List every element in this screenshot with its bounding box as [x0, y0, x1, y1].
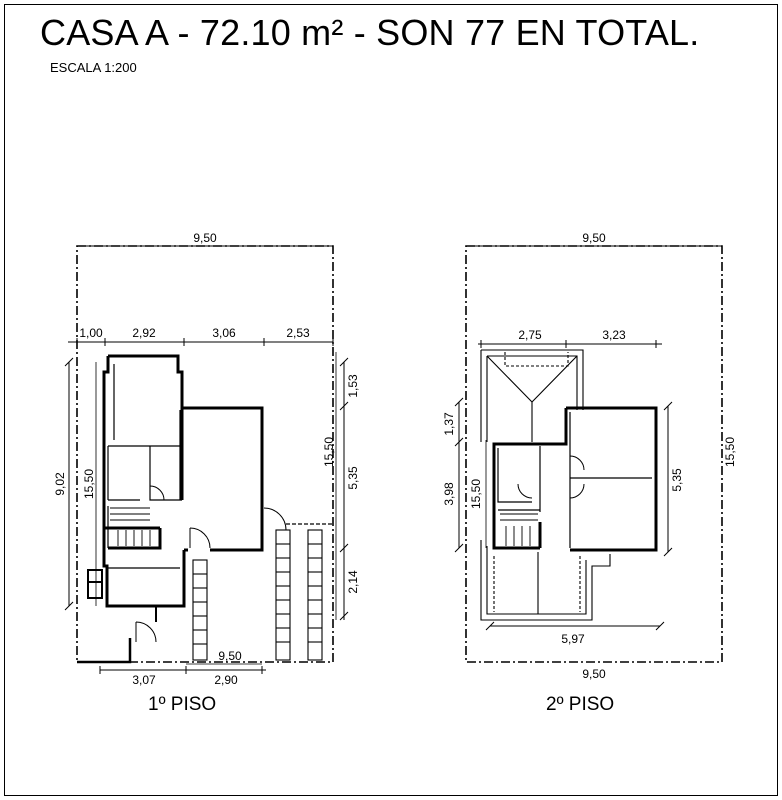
dim-top-2-2: 3,23: [602, 328, 626, 342]
dim-bottom-inner-2: 5,97: [561, 632, 585, 646]
dim-left-2-2: 3,98: [442, 482, 456, 506]
terrace-outline-2: [480, 540, 611, 621]
dim-right-1: 1,53: [346, 374, 360, 398]
dim-right-total-2: 15,50: [723, 437, 737, 467]
dim-top-4: 2,53: [286, 326, 310, 340]
second-floor-plan: 9,50 2,75 3,23 1,37 3,98 15,50: [442, 231, 737, 681]
dim-top-total-2: 9,50: [582, 231, 606, 245]
scale-note: ESCALA 1:200: [50, 60, 137, 75]
dim-right-total-1: 15,50: [322, 437, 336, 467]
dim-bottom-total-1: 9,50: [218, 649, 242, 663]
dim-left-inner-2: 15,50: [469, 479, 483, 509]
dim-bottom-2: 2,90: [214, 673, 238, 687]
dim-right-1-2: 5,35: [670, 468, 684, 492]
roof-outline-2: [480, 349, 584, 442]
first-floor-plan: 9,50 1,00 2,92 3,06 2,53 9,02 15,50: [53, 231, 360, 687]
lot-boundary-2: [465, 245, 723, 663]
walls-2: [492, 406, 658, 552]
dim-top-total-1: 9,50: [193, 231, 217, 245]
sheet-frame: [4, 4, 778, 796]
dim-top-3: 3,06: [212, 326, 236, 340]
dim-left-inner-1: 15,50: [82, 469, 96, 499]
dim-top-1: 1,00: [79, 326, 103, 340]
dim-left-1-2: 1,37: [442, 412, 456, 436]
paving-1: [192, 529, 323, 661]
dim-right-2: 5,35: [346, 466, 360, 490]
dim-bottom-total-2: 9,50: [582, 667, 606, 681]
dim-right-3: 2,14: [346, 570, 360, 594]
plan-label-first-floor: 1º PISO: [148, 694, 217, 715]
dim-top-1-2: 2,75: [518, 328, 542, 342]
dim-left-total-1: 9,02: [53, 472, 67, 496]
dim-bottom-1: 3,07: [132, 673, 156, 687]
walls-1: [102, 354, 264, 608]
page-title: CASA A - 72.10 m² - SON 77 EN TOTAL.: [40, 12, 700, 53]
plan-label-second-floor: 2º PISO: [546, 694, 615, 715]
dim-top-2: 2,92: [132, 326, 156, 340]
lot-boundary-1: [76, 245, 334, 663]
